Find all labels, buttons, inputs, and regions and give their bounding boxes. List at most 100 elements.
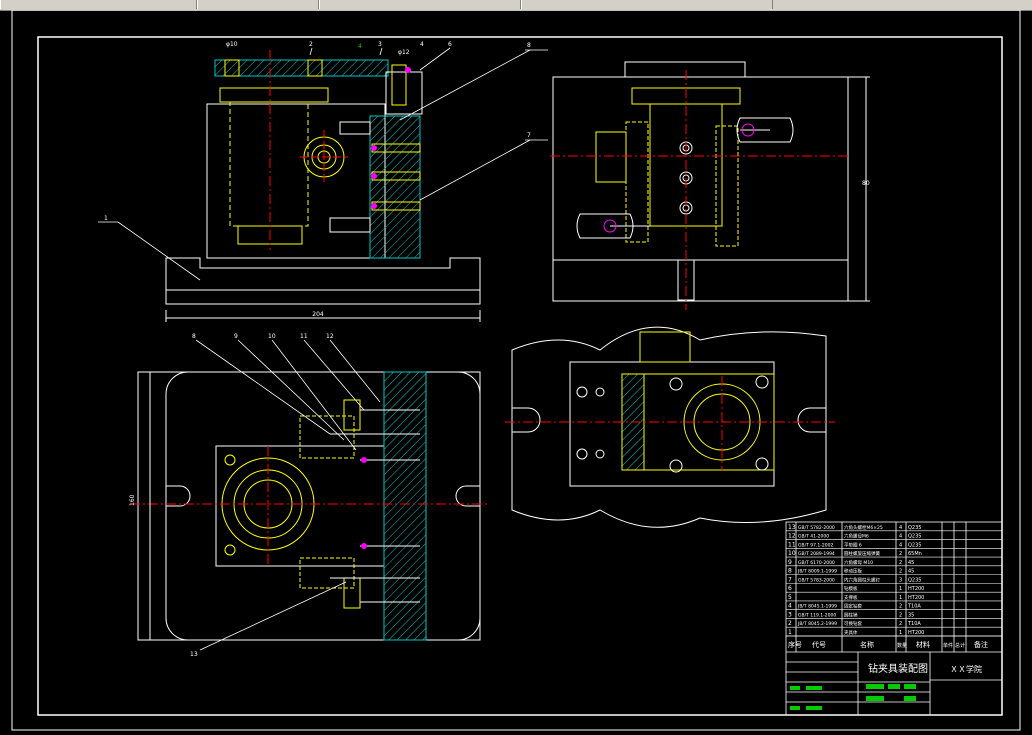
bom-cell-qty: 4 (899, 542, 902, 548)
bom-cell-name: 支撑板 (844, 594, 858, 601)
bom-cell-mat: HT200 (908, 595, 924, 601)
bom-cell-mat: 65Mn (908, 551, 922, 557)
callout-label: 8 (192, 333, 196, 340)
bom-cell-no: 4 (788, 603, 792, 610)
bom-header-cell: 单件 (943, 642, 953, 649)
section-mark: 4 (358, 43, 362, 50)
bom-cell-mat: 35 (908, 612, 914, 618)
bom-header-cell: 名称 (860, 640, 874, 649)
bom-cell-code: GB/T 5782-2000 (798, 525, 835, 531)
bom-cell-qty: 1 (899, 630, 902, 636)
front-callouts: 2 3 4 6 8 7 1 φ10 φ12 (104, 41, 531, 222)
toolbar-segment[interactable] (0, 0, 197, 9)
bom-header-cell: 数量 (897, 642, 907, 649)
section-view (505, 326, 835, 528)
bom-cell-mat: T10A (907, 604, 921, 610)
bom-cell-mat: Q235 (908, 542, 921, 548)
bom-cell-qty: 2 (899, 560, 902, 566)
side-view (550, 61, 870, 310)
plan-callouts: 8 9 10 11 12 13 (190, 333, 334, 658)
bom-cell-qty: 3 (899, 577, 902, 583)
bom-header: 序号 代号 名称 数量 材料 单件 总计 备注 (788, 640, 988, 649)
toolbar-segment[interactable] (197, 0, 319, 9)
bom-cell-name: 内六角圆柱头螺钉 (844, 576, 880, 583)
callout-label: 1 (104, 215, 108, 222)
bom-cell-no: 12 (788, 533, 796, 540)
width-dimension: 204 (312, 311, 324, 318)
bom-cell-code: GB/T 5783-2000 (798, 577, 835, 583)
bom-cell-mat: Q235 (908, 534, 921, 540)
bom-cell-name: 可换钻套 (844, 620, 862, 627)
bom-cell-qty: 2 (899, 612, 902, 618)
callout-label: 2 (309, 41, 313, 48)
title-fill-marks (790, 684, 916, 710)
bom-cell-no: 6 (788, 585, 792, 592)
callout-label: 9 (234, 333, 238, 340)
bom-cell-name: 平垫圈 6 (844, 541, 862, 548)
callout-label: 7 (527, 132, 531, 139)
bom-cell-name: 圆柱螺旋压缩弹簧 (844, 550, 880, 557)
drawing-frame (37, 36, 1003, 716)
bom-cell-no: 5 (788, 594, 792, 601)
bom-cell-no: 7 (788, 576, 792, 583)
bom-cell-name: 移动压板 (844, 568, 862, 575)
bom-cell-no: 8 (788, 568, 792, 575)
bom-cell-no: 13 (788, 524, 796, 531)
bom-cell-qty: 2 (899, 551, 902, 557)
bom-cell-name: 钻模板 (844, 585, 858, 592)
bom-cell-mat: HT200 (908, 586, 924, 592)
bom-cell-qty: 2 (899, 621, 902, 627)
height-dimension-right: 80 (862, 180, 870, 187)
bom-cell-mat: Q235 (908, 577, 921, 583)
callout-label: 8 (527, 42, 531, 49)
bom-cell-code: GB/T 41-2000 (798, 534, 829, 540)
bom-cell-qty: 2 (899, 604, 902, 610)
toolbar-segment[interactable] (319, 0, 521, 9)
bom-cell-code: JB/T 8045.1-1999 (797, 604, 837, 610)
dim-small: φ12 (398, 49, 410, 56)
bom-cell-code: GB/T 2089-1994 (798, 551, 835, 557)
bom-cell-mat: T10A (907, 621, 921, 627)
callout-label: 6 (448, 41, 452, 48)
callout-label: 13 (190, 651, 198, 658)
school-name: ＸＸ学院 (950, 664, 982, 674)
drawing-canvas[interactable]: 204 2 3 4 6 8 7 1 φ10 φ12 4 (0, 10, 1032, 735)
callout-label: 3 (378, 41, 382, 48)
sheet-border (11, 10, 1021, 731)
bom-cell-mat: Q235 (908, 525, 921, 531)
plan-height-dimension: 160 (129, 494, 136, 506)
bom-cell-no: 11 (788, 541, 796, 548)
bom-cell-name: 六角头螺栓M6×25 (844, 524, 883, 531)
bom-cell-name: 圆柱销 (844, 611, 858, 618)
drawing-title: 钻夹具装配图 (868, 662, 928, 675)
callout-label: 4 (420, 41, 424, 48)
bom-header-cell: 总计 (955, 642, 965, 649)
bom-header-cell: 序号 (788, 640, 802, 649)
bom-cell-qty: 4 (899, 525, 902, 531)
bom-header-cell: 备注 (974, 640, 988, 649)
bom-cell-name: 六角螺母 M10 (844, 559, 873, 566)
callout-label: 11 (300, 333, 308, 340)
toolbar-segment[interactable] (521, 0, 773, 9)
dim-small: φ10 (226, 41, 238, 48)
bom-cell-qty: 1 (899, 586, 902, 592)
front-view (165, 50, 481, 322)
callout-label: 10 (268, 333, 276, 340)
bom-header-cell: 代号 (812, 640, 826, 649)
bom-cell-mat: 45 (908, 569, 914, 575)
bom-cell-qty: 1 (899, 595, 902, 601)
bom-cell-name: 六角螺母M6 (844, 533, 869, 540)
bom-cell-code: JB/T 8045.2-1999 (797, 621, 837, 627)
bom-cell-mat: HT200 (908, 630, 924, 636)
bom-cell-no: 2 (788, 620, 792, 627)
bom-cell-code: GB/T 6170-2000 (798, 560, 835, 566)
bom-cell-name: 固定钻套 (844, 603, 862, 610)
leader-lines-front (98, 47, 548, 281)
bom-cell-qty: 4 (899, 534, 902, 540)
bom-cell-code: GB/T 119.1-2000 (798, 612, 836, 618)
bom-cell-no: 1 (788, 629, 792, 636)
callout-label: 12 (326, 333, 334, 340)
leader-lines-plan (195, 339, 381, 651)
bom-header-cell: 材料 (916, 640, 930, 649)
